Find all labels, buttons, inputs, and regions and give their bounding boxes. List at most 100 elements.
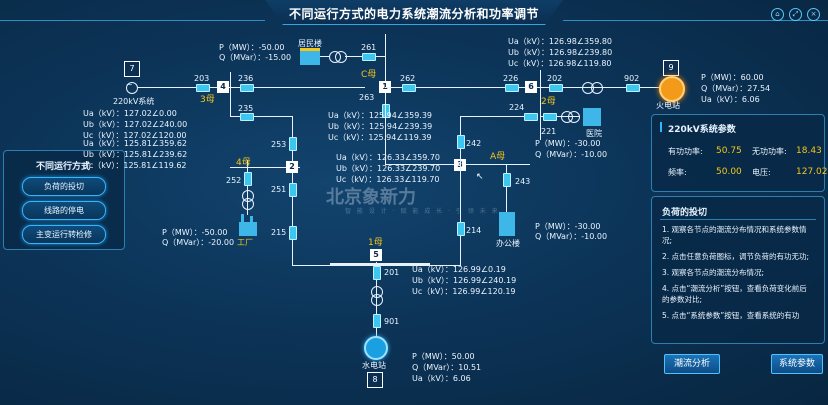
hydro-label: 水电站 bbox=[362, 361, 386, 370]
param-panel: 220kV系统参数 有功功率: 50.75 无功功率: 18.43 频率: 50… bbox=[651, 114, 828, 192]
breaker-901[interactable] bbox=[373, 314, 381, 328]
hospital-p: P（MW）：-30.00 bbox=[535, 139, 601, 148]
line-3-vertical bbox=[460, 116, 461, 266]
n3-ub: Ub（kV）：126.33∠239.70 bbox=[336, 164, 441, 173]
resident-feed bbox=[320, 56, 330, 57]
mode-panel-title: 不同运行方式 bbox=[36, 162, 91, 172]
breaker-203[interactable] bbox=[196, 84, 210, 92]
breaker-235[interactable] bbox=[240, 113, 254, 121]
mode-line-outage-button[interactable]: 线路的停电 bbox=[22, 201, 106, 220]
n1-uc: Uc（kV）：125.94∠119.39 bbox=[328, 133, 432, 142]
hydro-q: Q（MVar）：10.51 bbox=[412, 363, 482, 372]
bus-a-label: A母 bbox=[490, 152, 506, 162]
n6-uc: Uc（kV）：126.98∠119.80 bbox=[508, 59, 612, 68]
breaker-236[interactable] bbox=[240, 84, 254, 92]
breaker-243[interactable] bbox=[503, 173, 511, 187]
fire-ua: Ua（kV）：6.06 bbox=[701, 95, 760, 104]
factory-chimney bbox=[241, 214, 244, 223]
sys-ua: Ua（kV）：127.02∠0.00 bbox=[83, 109, 177, 118]
resident-p: P（MW）：-50.00 bbox=[219, 43, 285, 52]
node-2: 2 bbox=[286, 161, 298, 173]
breaker-221[interactable] bbox=[543, 113, 557, 121]
fire-transformer-icon-2 bbox=[591, 82, 603, 94]
breaker-263[interactable] bbox=[382, 104, 390, 118]
n1-ub: Ub（kV）：125.94∠239.39 bbox=[328, 122, 433, 131]
n2-ua: Ua（kV）：125.81∠359.62 bbox=[83, 139, 188, 148]
frequency-label: 频率: bbox=[668, 168, 687, 177]
header-line-right bbox=[563, 20, 828, 21]
hospital-transformer-icon-2 bbox=[568, 111, 580, 123]
breaker-261[interactable] bbox=[362, 53, 376, 61]
fullscreen-icon[interactable]: ⤢ bbox=[789, 8, 802, 21]
home-icon[interactable]: ⌂ bbox=[771, 8, 784, 21]
breaker-226[interactable] bbox=[505, 84, 519, 92]
n1-ua: Ua（kV）：125.94∠359.39 bbox=[328, 111, 433, 120]
label-263: 263 bbox=[359, 93, 375, 102]
n5-ua: Ua（kV）：126.99∠0.19 bbox=[412, 265, 506, 274]
office-feed bbox=[506, 164, 507, 214]
frequency-value: 50.00 bbox=[716, 167, 742, 177]
flow-analysis-button[interactable]: 潮流分析 bbox=[664, 354, 720, 374]
factory-q: Q（MVar）：-20.00 bbox=[162, 238, 235, 247]
label-226: 226 bbox=[503, 74, 519, 83]
breaker-215[interactable] bbox=[289, 226, 297, 240]
office-building-icon[interactable] bbox=[499, 212, 515, 236]
fire-plant-icon[interactable] bbox=[659, 76, 685, 102]
bus-2 bbox=[540, 70, 541, 140]
instruction-step: 3. 观察各节点的潮流分布情况; bbox=[662, 268, 765, 277]
breaker-251[interactable] bbox=[289, 183, 297, 197]
line-1-3 bbox=[385, 104, 386, 164]
instruction-step: 5. 点击“系统参数”按钮，查看系统的有功 bbox=[662, 311, 800, 320]
bus-1 bbox=[330, 263, 430, 266]
label-252: 252 bbox=[226, 176, 242, 185]
resident-q: Q（MVar）：-15.00 bbox=[219, 53, 292, 62]
system-params-button[interactable]: 系统参数 bbox=[771, 354, 823, 374]
breaker-262[interactable] bbox=[402, 84, 416, 92]
label-214: 214 bbox=[466, 226, 482, 235]
fire-q: Q（MVar）：27.54 bbox=[701, 84, 771, 93]
breaker-902[interactable] bbox=[626, 84, 640, 92]
param-title-marker bbox=[660, 122, 662, 132]
hydro-p: P（MW）：50.00 bbox=[412, 352, 475, 361]
instruction-steps: 1. 观察各节点的潮流分布情况和系统参数情况; 2. 点击任意负荷图标，调节负荷… bbox=[662, 224, 812, 321]
header-bar bbox=[265, 0, 563, 25]
hospital-building-icon[interactable] bbox=[583, 108, 601, 126]
factory-icon[interactable] bbox=[239, 222, 257, 236]
label-253: 253 bbox=[271, 140, 287, 149]
node-6: 6 bbox=[525, 81, 537, 93]
breaker-201[interactable] bbox=[373, 266, 381, 280]
bus-4 bbox=[230, 72, 231, 117]
mouse-cursor-icon: ↖ bbox=[476, 172, 484, 182]
line-1-6 bbox=[385, 87, 545, 88]
breaker-252[interactable] bbox=[244, 172, 252, 186]
label-235: 235 bbox=[238, 104, 254, 113]
breaker-224[interactable] bbox=[524, 113, 538, 121]
hydro-plant-icon[interactable] bbox=[364, 336, 388, 360]
label-224: 224 bbox=[509, 103, 525, 112]
active-power-value: 50.75 bbox=[716, 146, 742, 156]
n5-ub: Ub（kV）：126.99∠240.19 bbox=[412, 276, 517, 285]
factory-label: 工厂 bbox=[237, 238, 253, 247]
resident-building-icon[interactable] bbox=[300, 50, 320, 65]
breaker-214[interactable] bbox=[457, 222, 465, 236]
instruction-step: 1. 观察各节点的潮流分布情况和系统参数情况; bbox=[662, 225, 807, 245]
bus-4-label: 4母 bbox=[236, 158, 251, 168]
breaker-253[interactable] bbox=[289, 137, 297, 151]
line-4-2 bbox=[230, 116, 292, 117]
breaker-202[interactable] bbox=[549, 84, 563, 92]
n6-ub: Ub（kV）：126.98∠239.80 bbox=[508, 48, 613, 57]
voltage-label: 电压: bbox=[752, 168, 771, 177]
label-251: 251 bbox=[271, 185, 287, 194]
resident-label: 居民楼 bbox=[298, 39, 322, 48]
mode-load-switch-button[interactable]: 负荷的投切 bbox=[22, 177, 106, 196]
label-262: 262 bbox=[400, 74, 416, 83]
label-203: 203 bbox=[194, 74, 210, 83]
office-p: P（MW）：-30.00 bbox=[535, 222, 601, 231]
breaker-242[interactable] bbox=[457, 135, 465, 149]
n3-uc: Uc（kV）：126.33∠119.70 bbox=[336, 175, 440, 184]
line-5-8 bbox=[376, 262, 377, 350]
label-202: 202 bbox=[547, 74, 563, 83]
ac-source-icon[interactable] bbox=[126, 82, 138, 94]
mode-transformer-maintenance-button[interactable]: 主变运行转检修 bbox=[22, 225, 106, 244]
close-icon[interactable]: × bbox=[807, 8, 820, 21]
